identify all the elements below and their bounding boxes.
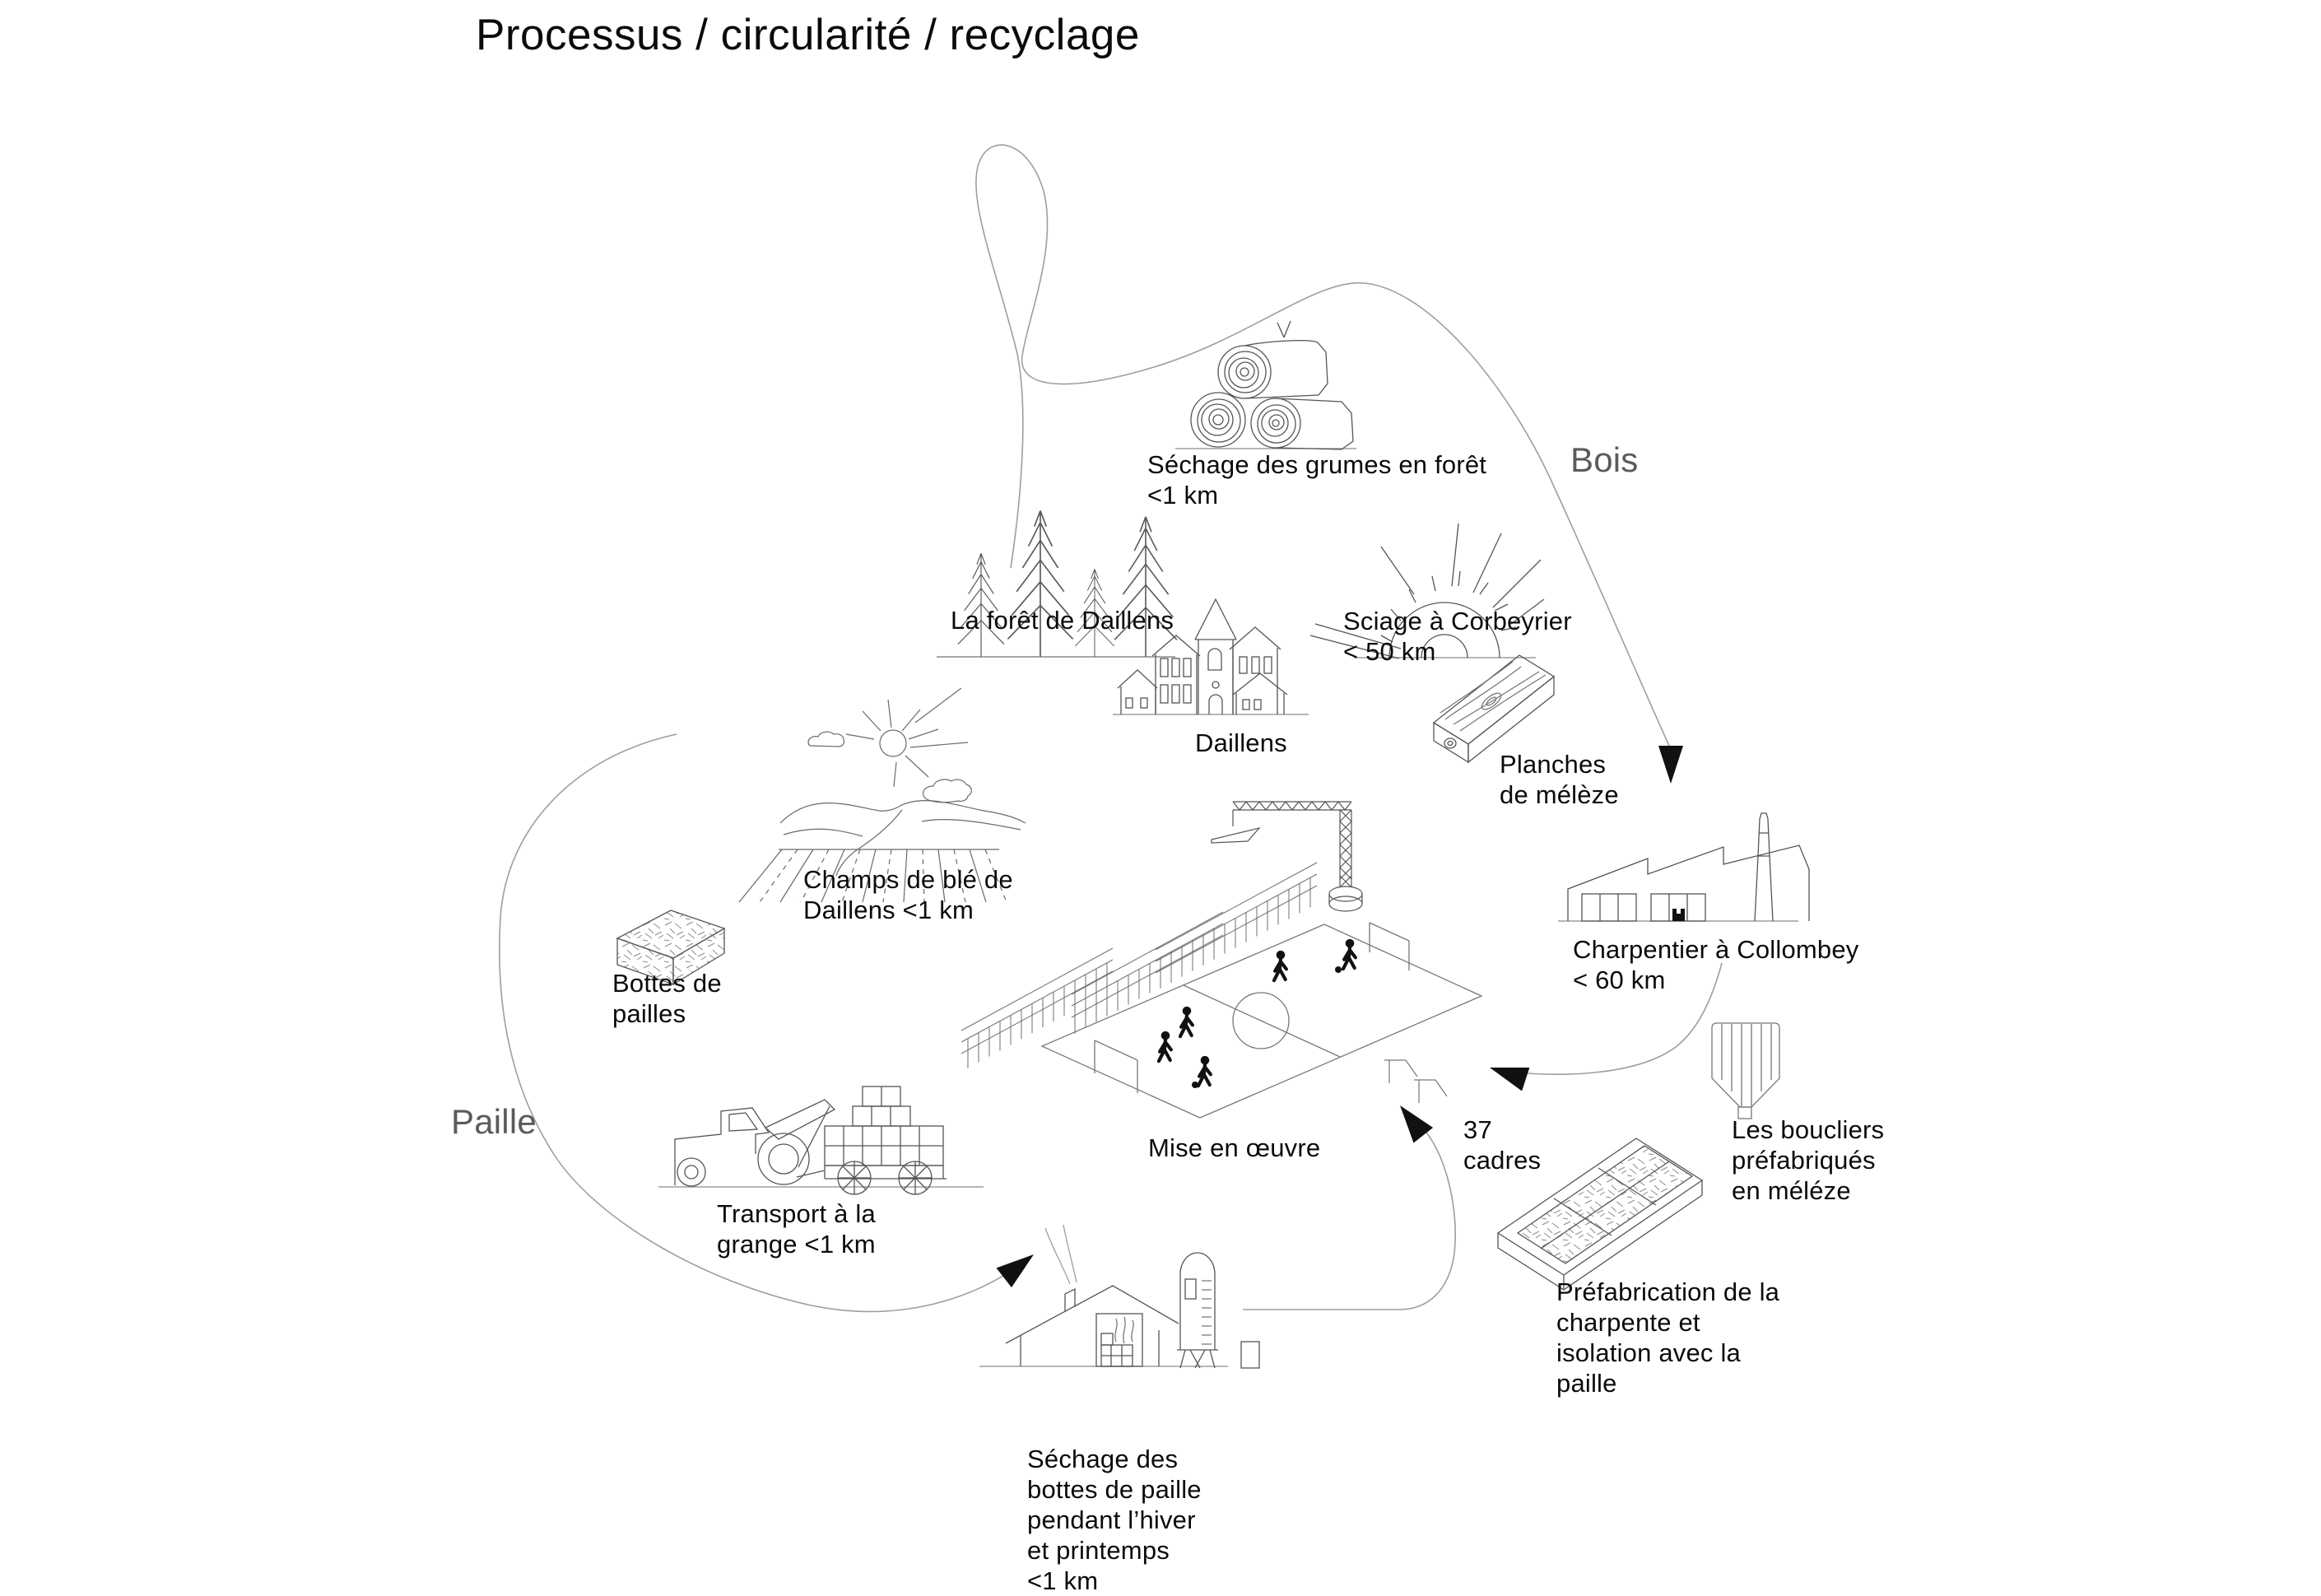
logs-icon [1175, 320, 1356, 450]
bois-flow-curve [975, 144, 1670, 747]
page-title: Processus / circularité / recyclage [476, 11, 1140, 59]
silo-icon [1177, 1252, 1260, 1369]
forest-icon [937, 510, 1178, 658]
sawblade-icon [1309, 523, 1545, 659]
label-sciage: Sciage à Corbeyrier < 50 km [1343, 607, 1572, 666]
cloud-icon [807, 731, 845, 747]
arrow-frames-to-site [1390, 1097, 1434, 1143]
tractor-icon [658, 1099, 984, 1188]
label-transport: Transport à la grange <1 km [717, 1199, 876, 1259]
village-icon [1113, 598, 1309, 715]
straw-bale-icon [616, 910, 726, 986]
label-planches: Planches de mélèze [1500, 750, 1619, 809]
label-boucliers: Les boucliers préfabriqués en méléze [1732, 1115, 1885, 1205]
timber-frames-icon [960, 862, 1318, 1072]
goal-icon [1369, 922, 1410, 970]
label-bottes: Bottes de pailles [612, 969, 722, 1028]
label-champs: Champs de blé de Daillens <1 km [803, 865, 1013, 924]
wheat-field-icon [738, 687, 1026, 903]
barn-icon [979, 1224, 1228, 1367]
bois-cycle-label: Bois [1570, 440, 1639, 479]
label-sechage-grumes: Séchage des grumes en forêt <1 km [1147, 450, 1487, 510]
cloud-icon [922, 779, 972, 803]
football-field-icon [1040, 922, 1483, 1119]
label-charpentier: Charpentier à Collombey < 60 km [1573, 935, 1859, 994]
trailer-icon [796, 1086, 947, 1195]
goal-icon [1094, 1040, 1138, 1093]
shields-to-site-curve [1500, 962, 1723, 1075]
shield-icon [1711, 1022, 1780, 1119]
label-daillens: Daillens [1195, 728, 1287, 757]
paille-cycle-label: Paille [451, 1102, 537, 1141]
bale-stack-icon [824, 1086, 944, 1166]
frame-glyphs-icon [1384, 1059, 1448, 1103]
crane-icon [1211, 801, 1363, 912]
label-foret: La forêt de Daillens [951, 606, 1174, 635]
sun-icon [879, 729, 907, 757]
paille-flow-curve [499, 733, 1021, 1313]
arrow-to-carpenter [1658, 746, 1683, 784]
process-diagram: Processus / circularité / recyclage Bois… [451, 11, 1885, 1595]
prefab-panel-icon [1496, 1138, 1704, 1291]
plank-icon [1432, 654, 1556, 764]
players-icon [1159, 939, 1356, 1088]
arrow-to-barn [996, 1245, 1042, 1288]
factory-icon [1558, 812, 1810, 922]
crane-hook-icon [1211, 826, 1261, 844]
label-37-cadres: 37 cadres [1463, 1115, 1542, 1175]
label-sechage-bottes: Séchage des bottes de paille pendant l’h… [1027, 1445, 1202, 1595]
diagram-canvas [499, 144, 1810, 1369]
label-mise-en-oeuvre: Mise en œuvre [1148, 1133, 1321, 1162]
arrow-shields-to-site [1486, 1055, 1530, 1091]
label-prefabrication: Préfabrication de la charpente et isolat… [1556, 1277, 1780, 1398]
